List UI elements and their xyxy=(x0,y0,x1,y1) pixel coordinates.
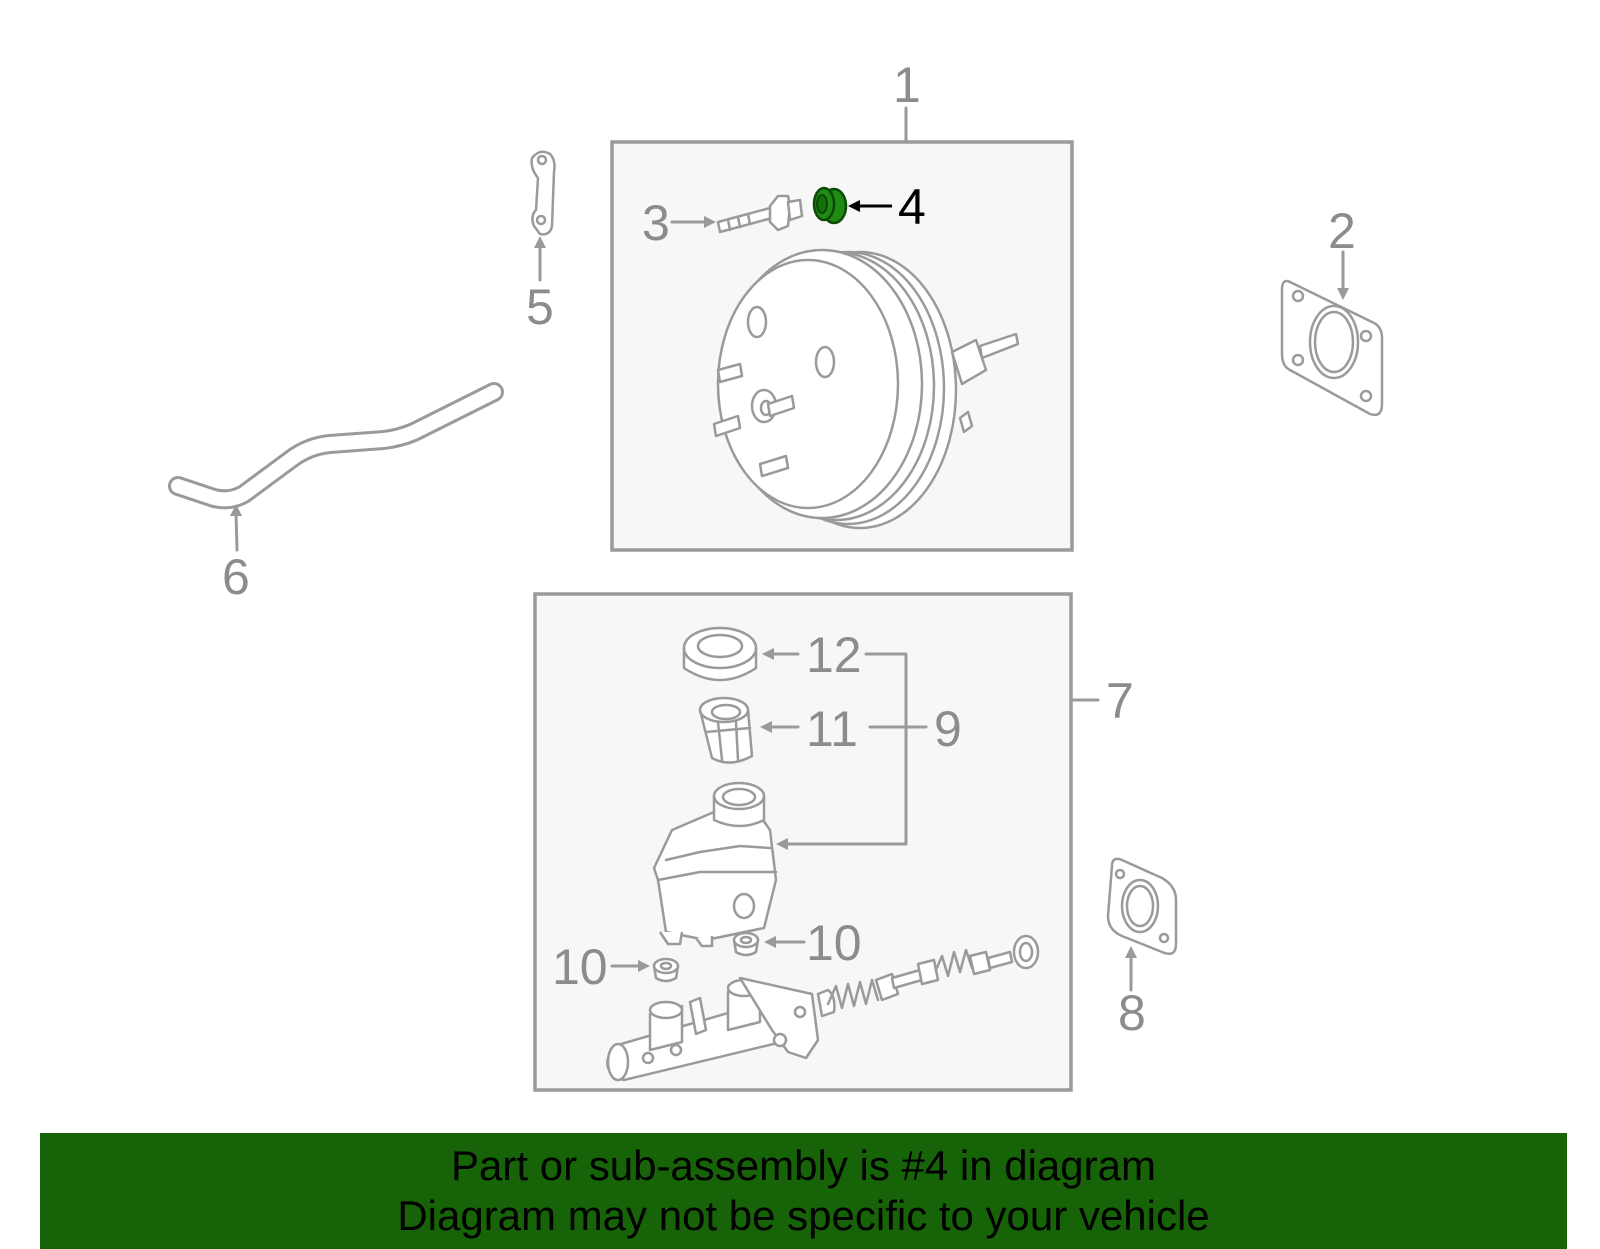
part-reservoir-tank[interactable] xyxy=(652,781,778,948)
part-5-clip[interactable] xyxy=(530,150,556,236)
label-part-7: 7 xyxy=(1106,673,1134,729)
leader-line-6 xyxy=(234,510,239,552)
part-2-gasket[interactable] xyxy=(1280,279,1384,417)
part-10-grommet-left[interactable] xyxy=(652,957,680,983)
part-6-vacuum-hose[interactable] xyxy=(168,382,504,510)
info-banner: Part or sub-assembly is #4 in diagram Di… xyxy=(40,1133,1567,1249)
leader-arrowhead-10-left xyxy=(638,960,650,972)
part-master-cylinder-body[interactable] xyxy=(606,976,820,1082)
label-part-9: 9 xyxy=(934,701,962,757)
part-11-strainer[interactable] xyxy=(698,696,754,764)
leader-arrowhead-11 xyxy=(760,721,772,733)
label-part-10-right: 10 xyxy=(806,915,862,971)
label-part-8: 8 xyxy=(1118,985,1146,1041)
part-1-brake-booster[interactable] xyxy=(712,248,1020,530)
part-3-clevis[interactable] xyxy=(716,194,804,234)
label-part-1: 1 xyxy=(893,57,921,113)
label-part-4: 4 xyxy=(898,179,926,235)
part-8-gasket[interactable] xyxy=(1106,857,1178,955)
part-piston-assembly[interactable] xyxy=(816,934,1040,1018)
leader-arrowhead-6 xyxy=(230,504,242,516)
label-part-12: 12 xyxy=(806,627,862,683)
leader-arrowhead-2 xyxy=(1337,288,1349,300)
label-part-3: 3 xyxy=(642,195,670,251)
parts-diagram: 1 2 3 4 5 6 7 8 9 10 10 11 12 xyxy=(168,57,1384,1092)
label-part-11: 11 xyxy=(806,701,858,757)
label-part-6: 6 xyxy=(222,549,250,605)
banner-line-part-number: Part or sub-assembly is #4 in diagram xyxy=(451,1142,1156,1189)
leader-arrowhead-3 xyxy=(704,216,716,228)
label-part-2: 2 xyxy=(1328,203,1356,259)
part-10-grommet-right[interactable] xyxy=(732,931,760,957)
label-part-5: 5 xyxy=(526,279,554,335)
leader-arrowhead-8 xyxy=(1125,946,1137,958)
leader-arrowhead-4 xyxy=(848,200,860,212)
banner-line-disclaimer: Diagram may not be specific to your vehi… xyxy=(397,1192,1210,1239)
part-12-reservoir-cap[interactable] xyxy=(682,626,758,682)
part-4-grommet-highlighted[interactable] xyxy=(812,186,848,225)
leader-arrowhead-10-right xyxy=(764,936,776,948)
leader-arrowhead-9 xyxy=(776,838,788,850)
leader-arrowhead-12 xyxy=(762,648,774,660)
label-part-10-left: 10 xyxy=(552,939,608,995)
leader-bracket-9 xyxy=(784,652,908,846)
leader-arrowhead-5 xyxy=(534,236,546,248)
